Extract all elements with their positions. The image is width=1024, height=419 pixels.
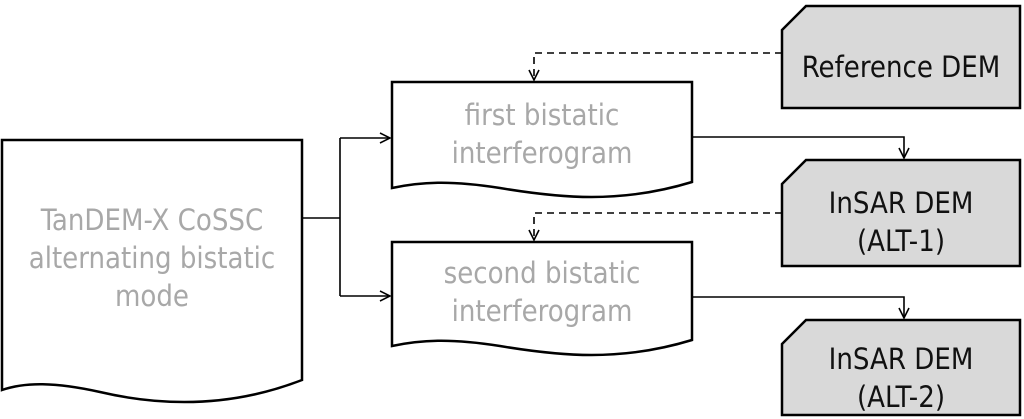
dashed-insar1-to-second-ifg [534,212,782,240]
input-line-1: TanDEM-X CoSSC [40,203,264,237]
dashed-ref-dem-to-first-ifg [534,52,782,80]
first-ifg-label: first bistatic interferogram [394,84,690,184]
reference-dem-card-shape [780,4,1022,110]
insar2-line-1: InSAR DEM [828,342,974,376]
input-document-shape [0,138,304,404]
insar1-line-2: (ALT-1) [856,224,946,258]
input-line-2: alternating bistatic [28,241,276,275]
first-ifg-line-2: interferogram [451,136,633,170]
arrow-second-ifg-to-insar2 [692,296,904,318]
input-document-label: TanDEM-X CoSSC alternating bistatic mode [4,140,300,376]
second-ifg-label: second bistatic interferogram [394,244,690,340]
reference-dem-text: Reference DEM [801,50,1001,84]
second-ifg-line-2: interferogram [451,294,633,328]
second-ifg-line-1: second bistatic [443,256,641,290]
insar2-line-2: (ALT-2) [856,380,946,414]
first-ifg-document-shape [390,80,694,199]
insar1-line-1: InSAR DEM [828,186,974,220]
reference-dem-label: Reference DEM [784,28,1018,106]
insar-dem-alt2-card-shape [780,318,1022,417]
insar-dem-alt1-label: InSAR DEM (ALT-1) [784,180,1018,264]
insar-dem-alt2-label: InSAR DEM (ALT-2) [784,340,1018,416]
first-ifg-line-1: first bistatic [464,98,620,132]
arrow-first-ifg-to-insar1 [692,136,904,158]
second-ifg-document-shape [390,240,694,357]
input-split-connector [302,138,341,296]
insar-dem-alt1-card-shape [780,158,1022,268]
input-line-3: mode [114,279,189,313]
